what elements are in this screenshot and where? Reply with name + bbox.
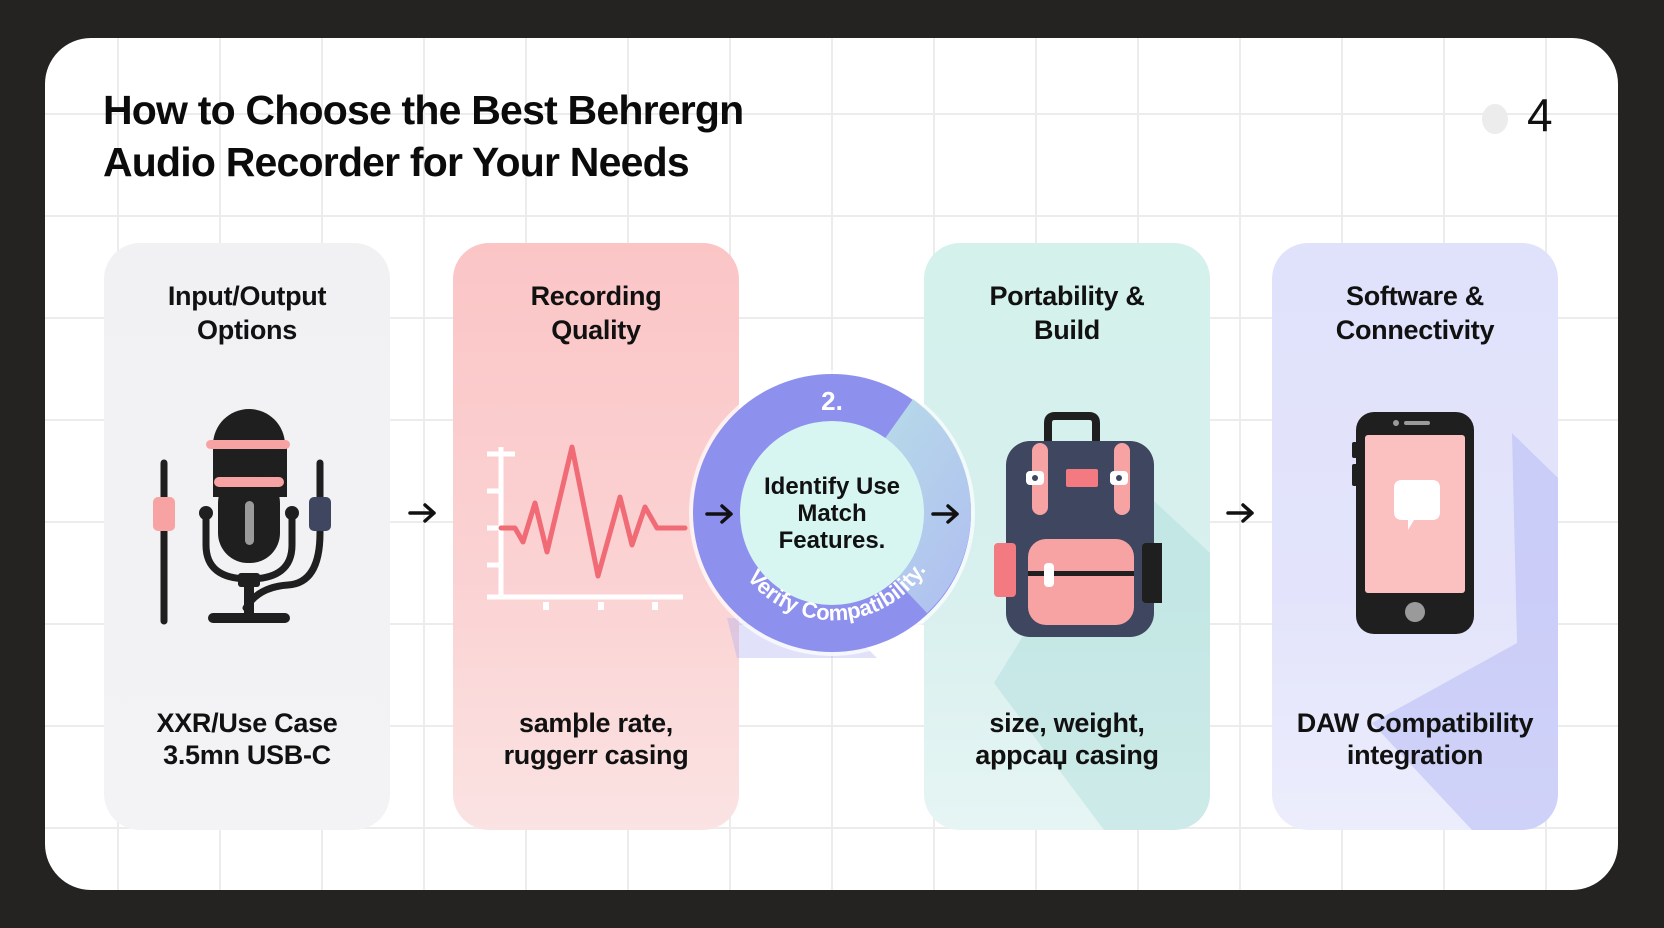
heading-line: Input/Output [167,281,327,311]
heading-line: Software & [1345,281,1485,311]
heading-line: Build [1034,315,1100,345]
card-heading: Recording Quality [453,279,739,347]
page-indicator-dot-icon [1482,104,1508,134]
svg-text:2.: 2. [821,386,843,416]
card-portability-build: Portability & Build size, weight, appcaџ… [924,243,1210,830]
detail-line: XXR/Use Case [156,708,338,738]
arrow-right-icon [408,503,436,523]
title-line-2: Audio Recorder for Your Needs [103,139,690,185]
detail-line: 3.5mn USB-C [163,740,331,770]
heading-line: Options [197,315,297,345]
heading-line: Recording [530,281,662,311]
detail-line: size, weight, [989,708,1145,738]
card-detail: XXR/Use Case 3.5mn USB-C [104,707,390,771]
smartphone-chat-icon [1352,412,1474,634]
arrow-right-icon [1226,503,1254,523]
svg-text:Features.: Features. [779,527,886,554]
card-detail: DAW Compatibility integration [1272,707,1558,771]
heading-line: Connectivity [1335,315,1495,345]
page-number: 4 [1527,89,1553,141]
slide-title: How to Choose the Best Behrergn Audio Re… [103,84,744,188]
card-heading: Software & Connectivity [1272,279,1558,347]
detail-line: integration [1346,740,1484,770]
detail-line: appcaџ casing [975,740,1159,770]
waveform-chart-icon [487,444,688,610]
detail-line: DAW Compatibility [1296,708,1534,738]
svg-text:Match: Match [797,500,866,527]
center-step-badge: 2. Verify Compatibility. Identify Use Ma… [689,370,975,658]
svg-text:Identify Use: Identify Use [764,473,900,500]
heading-line: Quality [551,315,641,345]
detail-line: ruggerr casing [503,740,689,770]
microphone-with-cables-icon [153,409,331,625]
phone-shadow [1372,433,1558,830]
card-software-connectivity: Software & Connectivity DAW Compatibilit… [1272,243,1558,830]
backpack-icon [994,412,1162,637]
title-line-1: How to Choose the Best Behrergn [103,87,744,133]
card-detail: samþle rate, ruggerr casing [453,707,739,771]
heading-line: Portability & [989,281,1145,311]
card-detail: size, weight, appcaџ casing [924,707,1210,771]
detail-line: samþle rate, [519,708,673,738]
card-heading: Input/Output Options [104,279,390,347]
card-heading: Portability & Build [924,279,1210,347]
slide: How to Choose the Best Behrergn Audio Re… [45,38,1618,890]
card-input-output: Input/Output Options XXR/Use [104,243,390,830]
